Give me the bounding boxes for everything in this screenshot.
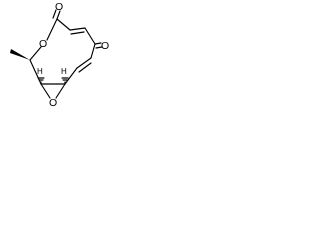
bond-ketone-carbon-to-alkene [84, 27, 96, 45]
bond-ketone-carbonyl-double [95, 46, 103, 49]
bond-epoxide-oxygen-left [40, 83, 51, 99]
stereo-h-right-label: H [61, 67, 67, 76]
bond-ring-oxygen-to-methine [29, 46, 42, 61]
bonds [29, 9, 103, 99]
stereo-h-left-label: H [37, 67, 43, 76]
bond-alkene-to-ester-carbon [56, 18, 71, 31]
bond-alkene-lower [76, 57, 92, 69]
bond-alkene-lower-double [78, 62, 92, 73]
bond-epoxide-carbon-to-alkene [64, 67, 78, 85]
bond-alkene-upper [69, 27, 86, 31]
methyl-wedge-bond [10, 49, 30, 60]
bond-alkene-upper-double [70, 31, 85, 35]
bond-ester-carbon-to-ring-oxygen [46, 18, 58, 41]
ketone-oxygen-label: O [101, 40, 109, 52]
bond-epoxide-oxygen-right [55, 83, 66, 99]
ring-ester-oxygen-label: O [39, 38, 47, 50]
bond-alkene-to-ketone-carbon [90, 43, 96, 59]
bond-ketone-carbonyl [94, 42, 102, 45]
epoxide-oxygen-label: O [49, 97, 57, 109]
stereo-hash-right [61, 77, 69, 85]
stereo-hash-left [37, 77, 45, 85]
ester-carbonyl-oxygen-label: O [55, 1, 63, 13]
bond-ester-carbonyl [56, 10, 61, 20]
bond-ester-carbonyl-double [52, 9, 57, 19]
molecule-structure-diagram: O O O O H H [10, 1, 109, 109]
